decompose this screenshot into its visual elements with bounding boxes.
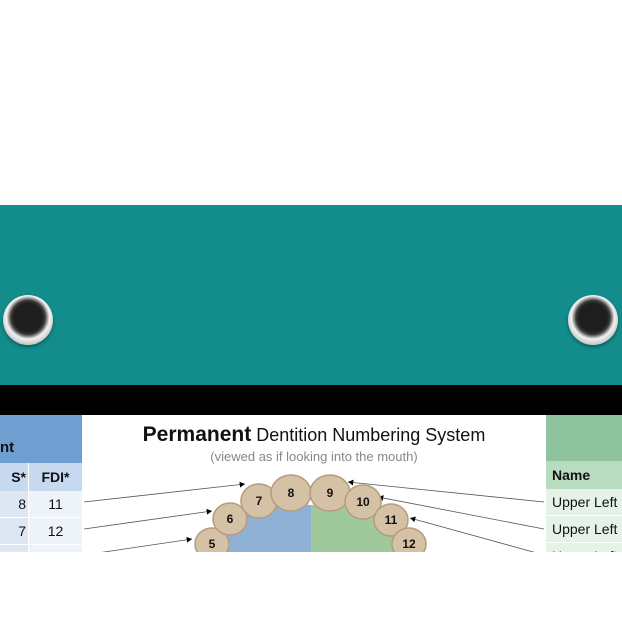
right-col-name: Name [546, 461, 622, 489]
tooth: 6 [212, 502, 248, 536]
left-table-title: nt [0, 439, 15, 456]
tooth-shape [212, 502, 248, 536]
right-row-name: Upper Left [546, 543, 622, 552]
dental-arch-diagram: 56 7 8 9 10 11 12 [83, 474, 545, 552]
left-row-usa: 8 [0, 491, 29, 517]
tooth-number: 9 [327, 486, 334, 500]
pointer-line [83, 483, 246, 503]
tooth-number: 10 [356, 495, 370, 509]
diagram-subtitle: (viewed as if looking into the mouth) [210, 449, 418, 464]
pointer-arrow-icon [206, 508, 212, 515]
tooth: 12 [391, 527, 427, 552]
tooth-shape [373, 503, 409, 537]
tooth-number: 7 [256, 494, 263, 508]
tooth-number: 5 [209, 537, 216, 551]
right-table-header [546, 415, 622, 461]
pointer-line [101, 538, 193, 552]
tooth-shape [194, 527, 230, 552]
pointer-arrow-icon [186, 536, 192, 543]
left-row-usa: 6 [0, 545, 29, 552]
pointer-arrow-icon [348, 479, 354, 486]
left-row-fdi: 11 [29, 491, 82, 517]
tooth-shape [391, 527, 427, 552]
tooth-number: 6 [227, 512, 234, 526]
left-row-fdi: 13 [29, 545, 82, 552]
right-grommet-icon [568, 295, 618, 345]
right-row-name: Upper Left [546, 489, 622, 515]
tooth: 10 [344, 484, 382, 520]
pointer-arrow-icon [239, 481, 245, 488]
left-row-usa: 7 [0, 518, 29, 544]
left-table-header [0, 415, 82, 463]
pointer-line [347, 481, 545, 503]
teeth-group: 56 7 8 9 10 11 12 [194, 474, 427, 552]
right-row-name: Upper Left [546, 516, 622, 542]
pointer-line [409, 517, 535, 552]
diagram-title: Permanent Dentition Numbering System [82, 423, 546, 447]
left-grommet-icon [3, 295, 53, 345]
tooth-number: 12 [402, 537, 416, 551]
tooth: 8 [270, 474, 312, 512]
pointer-line [83, 510, 213, 530]
black-strip [0, 385, 622, 415]
tooth-shape [344, 484, 382, 520]
pointer-arrow-icon [410, 516, 416, 523]
title-rest: Dentition Numbering System [251, 425, 486, 445]
left-col-universal: S* [0, 463, 29, 491]
tooth: 11 [373, 503, 409, 537]
tooth: 5 [194, 527, 230, 552]
tooth-number: 11 [385, 513, 398, 527]
pointer-lines [83, 479, 545, 552]
title-bold: Permanent [142, 423, 252, 446]
teal-band [0, 205, 622, 385]
pointer-line [377, 496, 545, 530]
left-col-fdi: FDI* [29, 463, 82, 491]
dental-chart-card: nt S* FDI* 8 11 7 12 6 13 Permanent Dent… [0, 415, 622, 552]
tooth-number: 8 [288, 486, 295, 500]
left-row-fdi: 12 [29, 518, 82, 544]
tooth: 9 [309, 474, 351, 512]
